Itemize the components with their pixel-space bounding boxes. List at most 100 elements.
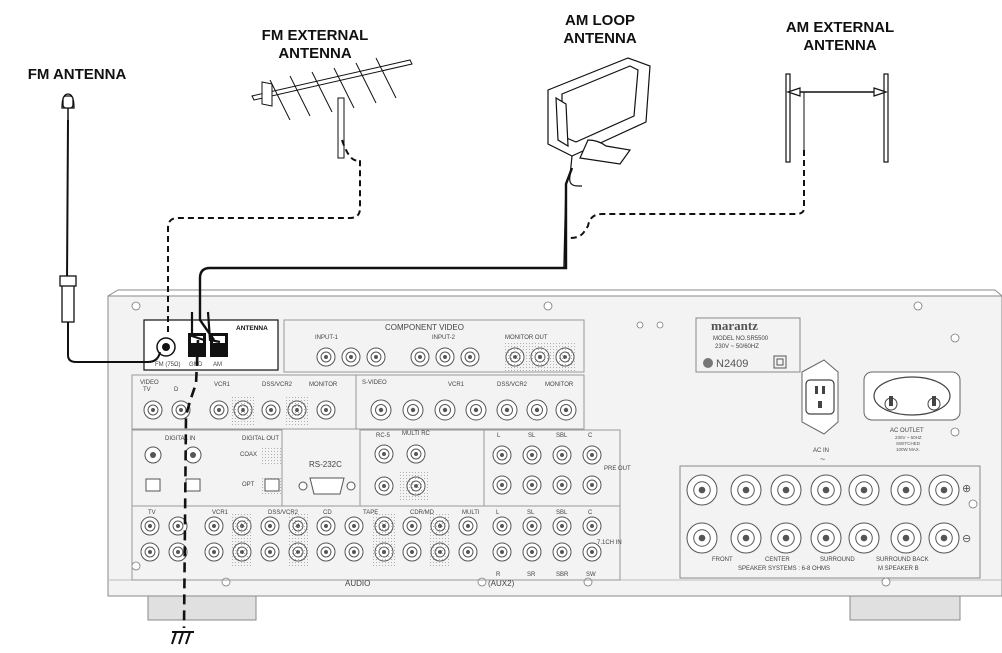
speaker-terminal[interactable] [771,523,801,553]
antenna-block-title: ANTENNA [236,325,268,332]
video-jack[interactable] [262,401,280,419]
component-video-jack[interactable] [317,348,335,366]
component-video-jack[interactable] [436,348,454,366]
am-external-antenna [786,74,888,162]
surround-label: SURROUND [820,557,855,563]
pre-out-jack[interactable] [493,446,511,464]
audio-71ch-label: 7.1CH IN [597,540,622,546]
ac-outlet-max: 100W MAX. [896,447,920,452]
speaker-terminal[interactable] [849,523,879,553]
audio-jack[interactable] [141,517,159,535]
pre-out-jack[interactable] [523,476,541,494]
video-dvd-label: D [174,387,179,393]
s-video-vcr1-label: VCR1 [448,382,465,388]
audio-jack[interactable] [459,517,477,535]
s-video-monitor-label: MONITOR [545,382,574,388]
pre-out-sbl-label: SBL [556,433,568,439]
speaker-terminal[interactable] [811,523,841,553]
audio-jack[interactable] [317,517,335,535]
video-jack[interactable] [317,401,335,419]
audio-71-sw-label: SW [586,572,596,578]
video-monitor-label: MONITOR [309,382,338,388]
audio-cd-label: CD [323,510,332,516]
s-video-jack[interactable] [435,400,455,420]
multi-rc-label: MULTI RC [402,431,431,437]
audio-jack[interactable] [583,517,601,535]
pre-out-c-label: C [588,433,593,439]
video-jack[interactable] [210,401,228,419]
audio-jack[interactable] [345,543,363,561]
pre-out-jack[interactable] [493,476,511,494]
pre-out-jack[interactable] [583,476,601,494]
component-video-jack[interactable] [461,348,479,366]
s-video-jack[interactable] [556,400,576,420]
speaker-terminal[interactable] [771,475,801,505]
speaker-terminal[interactable] [891,475,921,505]
pre-out-jack[interactable] [553,476,571,494]
front-label: FRONT [712,557,733,563]
ac-outlet-switched: SWITCHED [896,441,921,446]
audio-jack[interactable] [459,543,477,561]
s-video-jack[interactable] [497,400,517,420]
speaker-terminal[interactable] [687,475,717,505]
audio-jack[interactable] [403,517,421,535]
audio-71-c-label: C [588,510,593,516]
voltage-rating: 230V ~ 50/60HZ [715,344,759,350]
speaker-terminal[interactable] [929,475,959,505]
audio-71-r-label: R [496,572,501,578]
audio-jack[interactable] [523,517,541,535]
monitor-out-label: MONITOR OUT [505,335,548,341]
component-video-jack[interactable] [342,348,360,366]
coax-label: COAX [240,452,257,458]
audio-jack[interactable] [345,517,363,535]
audio-jack[interactable] [205,543,223,561]
m-speaker-b-label: M SPEAKER B [878,566,919,572]
speaker-terminal[interactable] [849,475,879,505]
s-video-jack[interactable] [403,400,423,420]
s-video-label: S-VIDEO [362,380,387,386]
audio-jack[interactable] [261,543,279,561]
audio-jack[interactable] [493,517,511,535]
aux2-label: (AUX2) [488,579,515,588]
audio-jack[interactable] [261,517,279,535]
audio-71-sr-label: SR [527,572,536,578]
audio-jack[interactable] [553,543,571,561]
ac-outlet-spec: 230V ~ 50HZ [895,435,922,440]
speaker-plus-icon: ⊕ [962,483,971,495]
speaker-terminal[interactable] [731,475,761,505]
rc-jack[interactable] [407,445,425,463]
audio-jack[interactable] [553,517,571,535]
speaker-terminal[interactable] [811,475,841,505]
am-terminal-label: AM [213,362,222,368]
audio-jack[interactable] [205,517,223,535]
speaker-terminal[interactable] [687,523,717,553]
video-jack[interactable] [144,401,162,419]
speaker-terminal[interactable] [929,523,959,553]
speaker-minus-icon: ⊖ [962,533,971,545]
audio-jack[interactable] [141,543,159,561]
rc-jack[interactable] [375,477,393,495]
audio-jack[interactable] [317,543,335,561]
digital-in-label: DIGITAL IN [165,436,195,442]
s-video-jack[interactable] [466,400,486,420]
video-tv-label: TV [143,387,151,393]
component-video-jack[interactable] [411,348,429,366]
video-dss-vcr2-label: DSS/VCR2 [262,382,293,388]
rc-jack[interactable] [375,445,393,463]
speaker-terminal[interactable] [891,523,921,553]
audio-tv-label: TV [148,510,156,516]
audio-jack[interactable] [583,543,601,561]
pre-out-jack[interactable] [523,446,541,464]
audio-jack[interactable] [403,543,421,561]
pre-out-jack[interactable] [583,446,601,464]
audio-jack[interactable] [523,543,541,561]
input-2-label: INPUT-2 [432,335,456,341]
pre-out-jack[interactable] [553,446,571,464]
s-video-jack[interactable] [371,400,391,420]
ac-outlet-label: AC OUTLET [890,428,924,434]
speaker-terminal[interactable] [731,523,761,553]
audio-jack[interactable] [493,543,511,561]
component-video-jack[interactable] [367,348,385,366]
s-video-jack[interactable] [527,400,547,420]
